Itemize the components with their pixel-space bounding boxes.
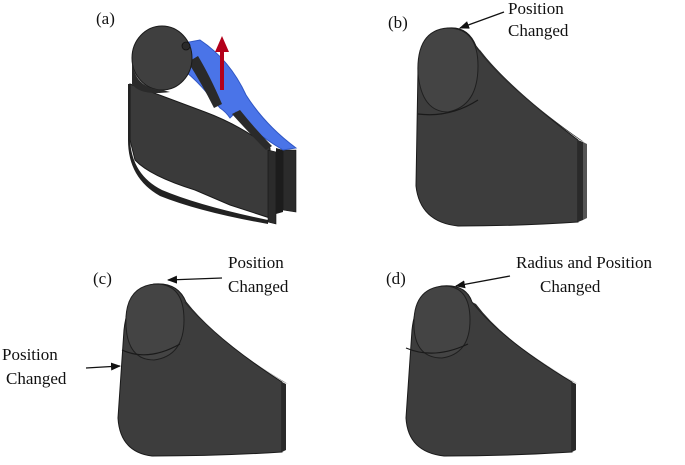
panel-d-annotation-line1: Radius and Position — [516, 253, 653, 272]
panel-b-annotation-line2: Changed — [508, 21, 569, 40]
panel-a: (a) — [96, 9, 298, 225]
panel-d-seam — [405, 343, 469, 354]
panel-d-annotation-line2: Changed — [540, 277, 601, 296]
panel-c-seam — [121, 343, 181, 356]
panel-d-fin — [572, 382, 576, 452]
panel-a-label: (a) — [96, 9, 115, 28]
panel-c-side-annotation-line1: Position — [2, 345, 58, 364]
panel-a-fin-right — [282, 149, 297, 213]
panel-c-annotation-arrow — [167, 275, 223, 284]
panel-a-pin-hole — [181, 41, 191, 51]
panel-c-annotation-line2: Changed — [228, 277, 289, 296]
panel-b-annotation-arrow — [459, 11, 505, 29]
panel-c-side-annotation-arrow — [85, 362, 121, 371]
panel-a-force-arrow — [215, 36, 229, 90]
panel-c-fin — [282, 382, 286, 452]
panel-c-label: (c) — [93, 269, 112, 288]
panel-b-label: (b) — [388, 13, 408, 32]
panel-a-body — [129, 83, 271, 219]
panel-a-cylinder-side — [132, 60, 170, 93]
panel-b-cylinder — [417, 27, 479, 113]
panel-d-cylinder — [413, 285, 471, 359]
panel-c-side-annotation-line2: Changed — [6, 369, 67, 388]
panel-d: (d) Radius and Position Changed — [386, 253, 653, 457]
panel-c-cylinder — [125, 283, 185, 361]
panel-b-seam — [417, 99, 479, 116]
panel-b: (b) Position Changed — [388, 0, 587, 227]
panel-a-fin-left — [267, 149, 277, 225]
panel-c: (c) Position Changed Position Changed — [2, 253, 289, 457]
panel-b-fin — [578, 140, 583, 222]
panel-c-annotation-line1: Position — [228, 253, 284, 272]
panel-b-annotation-line1: Position — [508, 0, 564, 18]
panel-a-fin-gap — [276, 148, 283, 214]
panel-d-annotation-arrow — [455, 275, 511, 289]
panel-a-cylinder-top — [131, 25, 193, 91]
panel-b-fin-2 — [583, 142, 587, 220]
panel-d-label: (d) — [386, 269, 406, 288]
panel-a-slot-2 — [232, 110, 272, 150]
panel-a-slot-1 — [188, 56, 222, 108]
